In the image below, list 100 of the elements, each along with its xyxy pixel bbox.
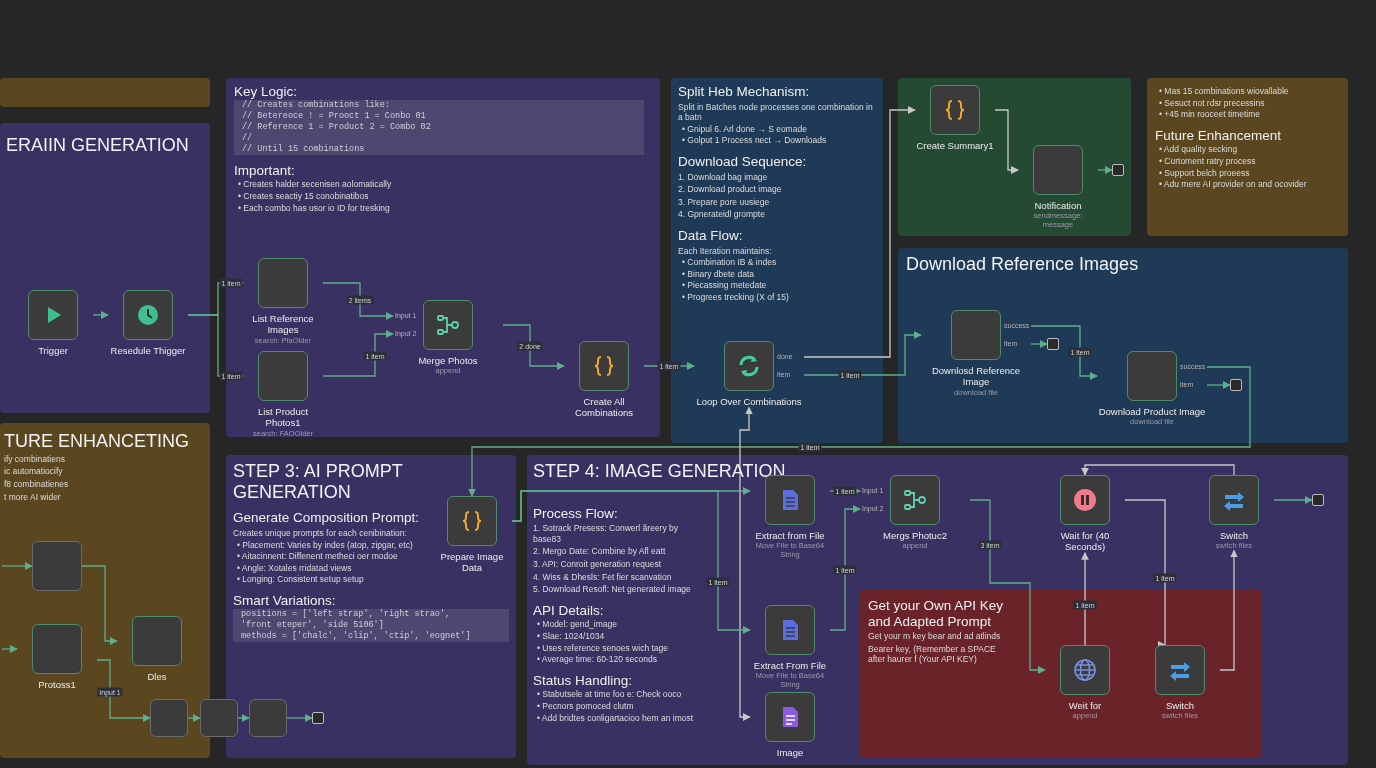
connector-arrow xyxy=(994,109,1019,174)
node-box xyxy=(32,541,82,591)
section-heading: Smart Variations: xyxy=(233,593,336,609)
node-label: Wait for (40 Seconds) xyxy=(1059,530,1111,553)
note-text: ify combinatiens xyxy=(4,453,65,465)
connector-arrow xyxy=(187,714,201,722)
connector-arrow xyxy=(739,406,753,721)
bullet-item: • Mas 15 combinations wiovallable xyxy=(1159,86,1289,97)
note-text: Get your m key bear and ad atlinds xyxy=(868,631,1001,642)
note-panel xyxy=(0,78,210,107)
node-label: Prepare Image Data xyxy=(439,551,505,574)
end-marker xyxy=(1047,338,1059,350)
node-label: Switch xyxy=(1165,700,1195,712)
node-label: Create Summary1 xyxy=(915,140,995,152)
note-text: f8 combinatienes xyxy=(4,478,69,490)
bullet-item: • Piecassing metedate xyxy=(682,280,767,292)
node-label: Create All Combinations xyxy=(573,396,635,419)
panel-title: STEP 3: AI PROMPT GENERATION xyxy=(233,461,404,503)
node-label: Resedule Thigger xyxy=(109,345,187,357)
connector-arrow xyxy=(468,366,1251,497)
node-label: Switch xyxy=(1219,530,1249,542)
note-panel xyxy=(898,248,1348,443)
note-panel xyxy=(527,455,1348,765)
note-text: Each Iteration maintains: xyxy=(678,245,772,257)
connector-arrow xyxy=(81,565,118,645)
bullet-item: • Gnipul 6. Arl done → S eomade xyxy=(682,123,807,135)
note-text: 4. Gpnerateidl grompte xyxy=(678,209,765,221)
section-heading: Status Handling: xyxy=(533,672,633,689)
bullet-item: • Creates halder secenisen aolomatically xyxy=(238,179,392,190)
note-text: Split in Batches node processes one combination in a batn xyxy=(678,101,874,123)
note-panel xyxy=(0,423,210,758)
section-heading: Key Logic: xyxy=(234,84,298,100)
connector-arrow xyxy=(1081,464,1235,476)
node-box xyxy=(249,699,287,737)
node-label: Extract From File xyxy=(752,660,828,672)
bullet-item: • Uses reference senoes wich tage xyxy=(537,642,668,654)
panel-title: ERAIIN GENERATION xyxy=(6,135,189,156)
bullet-item: • Stabutsele at time foo e: Check ooco xyxy=(537,689,682,701)
node-label: List Reference Images xyxy=(251,313,315,336)
section-heading: Generate Composition Prompt: xyxy=(233,510,420,526)
note-text: Creates unique prompts for each cenibination: xyxy=(233,527,407,539)
section-heading: Data Flow: xyxy=(678,228,743,244)
connector-arrow xyxy=(1030,340,1048,348)
note-text: Bearer key, (Remember a SPACE after haurer f (Your API KEY) xyxy=(868,643,997,665)
connector-arrow xyxy=(237,714,250,722)
note-text: 2. Download product image xyxy=(678,184,782,195)
node-label: Merge Photos xyxy=(417,355,479,367)
end-marker xyxy=(1230,379,1242,391)
node-label: List Product Photos1 xyxy=(256,406,310,429)
node-label: Dles xyxy=(146,671,168,683)
node-box xyxy=(150,699,188,737)
bullet-item: • Placement: Varies by indes (atop, zipgar, etc) xyxy=(237,539,413,551)
connector-arrow xyxy=(322,282,394,320)
node-label: Loop Over Combinations xyxy=(695,396,803,408)
bullet-item: • Aitacinnent: Diffenent metheci oer modoe xyxy=(237,551,398,562)
end-marker xyxy=(1312,494,1324,506)
node-label: Image xyxy=(775,747,805,759)
bullet-item: • Curtoment ratry process xyxy=(1159,156,1256,167)
note-panel xyxy=(0,123,210,413)
bullet-item: • Add quality secking xyxy=(1159,144,1238,155)
connector-arrow xyxy=(803,106,916,358)
note-text: 2. Mergo Date: Combine by Afl eatt xyxy=(533,546,666,558)
connector-arrow xyxy=(502,324,565,370)
connector-arrow xyxy=(1,645,18,653)
node-label: Protoss1 xyxy=(37,679,77,691)
note-panel xyxy=(1147,78,1348,236)
node-label: Trigger xyxy=(37,345,69,357)
bullet-item: • Creates seactiy 15 conobinatibos xyxy=(238,190,369,202)
panel-title: Download Reference Images xyxy=(906,254,1139,275)
bullet-item: • Adu mere AI provider on and ocovider xyxy=(1159,179,1307,190)
note-text: t more AI wider xyxy=(4,491,61,503)
bullet-item: • Each combo has usor io ID for tresking xyxy=(238,202,390,214)
section-heading: Split Heb Mechanism: xyxy=(678,84,810,100)
section-heading: Get your Own API Key and Adapted Prompt xyxy=(868,598,1005,630)
section-heading: Important: xyxy=(234,162,295,179)
connector-arrow xyxy=(1219,549,1238,671)
connector-arrow xyxy=(1273,496,1313,504)
note-text: 3. API: Conroit generation request xyxy=(533,559,662,570)
panel-title: TURE ENHANCETING xyxy=(4,431,189,452)
bullet-item: • Slae: 1024/1034 xyxy=(537,631,605,642)
connector-arrow xyxy=(1081,552,1089,646)
note-panel xyxy=(898,78,1131,236)
connector-arrow xyxy=(92,311,109,319)
connector-arrow xyxy=(1097,166,1113,174)
note-text: 1. Download bag image xyxy=(678,171,768,183)
bullet-item: • Pecnors pomoced clutm xyxy=(537,701,634,712)
bullet-item: • Progrees trecking (X of 15) xyxy=(682,292,789,303)
bullet-item: • Angle: Xotales rridatad views xyxy=(237,562,352,574)
note-text: 1. Sotrack Presess: Conwerl ãreery by base83 xyxy=(533,523,680,545)
end-marker xyxy=(1112,164,1124,176)
connector-arrow xyxy=(803,331,922,376)
connector-arrow xyxy=(1124,499,1169,646)
bullet-item: • Longing: Consistent setup setup xyxy=(237,574,364,585)
end-marker xyxy=(312,712,324,724)
bullet-item: • Combination IB & indes xyxy=(682,257,777,268)
connector-arrow xyxy=(286,714,313,722)
connector-arrow xyxy=(1206,381,1231,389)
connector-arrow xyxy=(322,330,394,377)
note-text: 4. Wiss & Dhesls: Fet fier scanvation xyxy=(533,571,672,583)
panel-title: STEP 4: IMAGE GENERATION xyxy=(533,461,786,482)
